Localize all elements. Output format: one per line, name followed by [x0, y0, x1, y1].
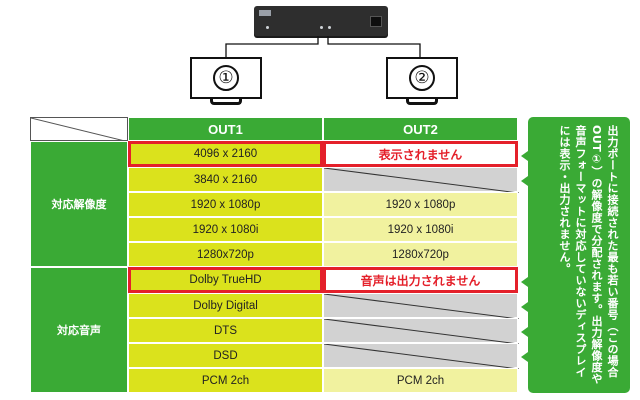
monitor-2-number: ② — [409, 65, 435, 91]
monitor-stand-icon — [406, 99, 438, 105]
callout-arrow-icon — [521, 176, 528, 186]
category-audio: 対応音声 — [30, 267, 128, 393]
table-cell-out2: PCM 2ch — [323, 368, 518, 393]
table-cell-unsupported — [323, 343, 519, 369]
table-corner-cell — [30, 117, 129, 142]
monitor-1-number: ① — [213, 65, 239, 91]
explanation-note: 出力ポートに接続された最も若い番号（この場合 OUT①）の解像度で分配されます。… — [528, 117, 630, 393]
callout-arrow-icon — [521, 277, 528, 287]
warning-no-audio: 音声は出力されません — [323, 267, 518, 293]
table-cell-out1: 1920 x 1080i — [128, 217, 323, 242]
table-cell-unsupported — [323, 293, 519, 319]
monitor-stand-icon — [210, 99, 242, 105]
table-cell-out1: 3840 x 2160 — [128, 167, 323, 192]
callout-arrow-icon — [521, 327, 528, 337]
table-cell-out1: 1920 x 1080p — [128, 192, 323, 217]
table-cell-out1: Dolby TrueHD — [128, 267, 323, 293]
status-led-icon — [328, 26, 331, 29]
connection-wires — [225, 36, 421, 57]
callout-arrow-icon — [521, 302, 528, 312]
monitor-1: ① — [190, 57, 262, 105]
status-led-icon — [320, 26, 323, 29]
table-cell-unsupported — [323, 167, 519, 193]
header-out1: OUT1 — [128, 117, 323, 141]
table-cell-out2: 1920 x 1080i — [323, 217, 518, 242]
table-cell-out2: 1920 x 1080p — [323, 192, 518, 217]
table-cell-out1: DTS — [128, 318, 323, 343]
splitter-device — [254, 6, 388, 36]
table-cell-out1: 1280x720p — [128, 242, 323, 267]
callout-arrow-icon — [521, 352, 528, 362]
brand-logo-icon — [259, 10, 271, 16]
explanation-note-text: 出力ポートに接続された最も若い番号（この場合 OUT①）の解像度で分配されます。… — [558, 125, 619, 385]
warning-no-display: 表示されません — [323, 141, 518, 167]
header-out2: OUT2 — [323, 117, 518, 141]
category-resolution: 対応解像度 — [30, 141, 128, 267]
table-cell-out2: 1280x720p — [323, 242, 518, 267]
power-button-icon — [370, 16, 382, 27]
table-cell-out1: DSD — [128, 343, 323, 368]
table-cell-unsupported — [323, 318, 519, 344]
table-cell-out1: PCM 2ch — [128, 368, 323, 393]
power-led-icon — [266, 26, 269, 29]
callout-arrow-icon — [521, 151, 528, 161]
table-cell-out1: Dolby Digital — [128, 293, 323, 318]
table-cell-out1: 4096 x 2160 — [128, 141, 323, 167]
monitor-2: ② — [386, 57, 458, 105]
